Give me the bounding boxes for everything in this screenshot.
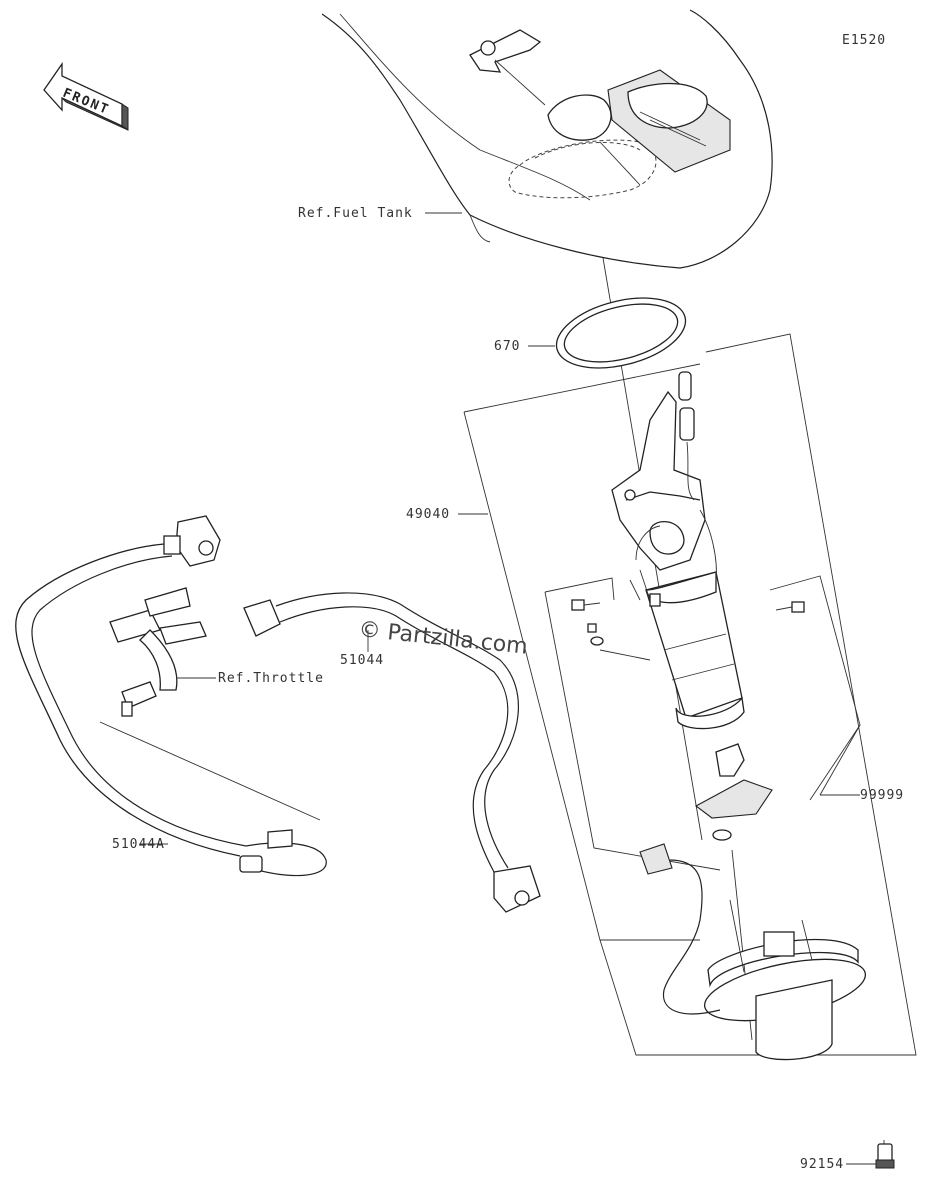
label-fuel-tank: Ref.Fuel Tank: [298, 206, 413, 221]
hose-51044: [243, 592, 541, 913]
screw-right: [775, 601, 805, 613]
label-bolt: 92154: [800, 1157, 844, 1172]
bolt-92154: [875, 1140, 895, 1169]
fuel-tank-outline: [321, 9, 773, 269]
throttle-tee: [109, 587, 207, 717]
pump-flange: [639, 843, 867, 1061]
label-gasket: 670: [494, 339, 520, 354]
screw-left: [571, 599, 601, 611]
diagram-code: E1520: [842, 33, 886, 48]
gasket-670: [555, 297, 687, 369]
label-hose-51044a: 51044A: [112, 837, 165, 852]
front-arrow-icon: FRONT: [43, 61, 129, 131]
fuel-pump-assembly: [571, 371, 805, 841]
hose-connector-upper: [163, 515, 221, 567]
label-pump-assy: 49040: [406, 507, 450, 522]
label-kit: 99999: [860, 788, 904, 803]
label-throttle: Ref.Throttle: [218, 671, 324, 686]
label-hose-51044: 51044: [340, 653, 384, 668]
